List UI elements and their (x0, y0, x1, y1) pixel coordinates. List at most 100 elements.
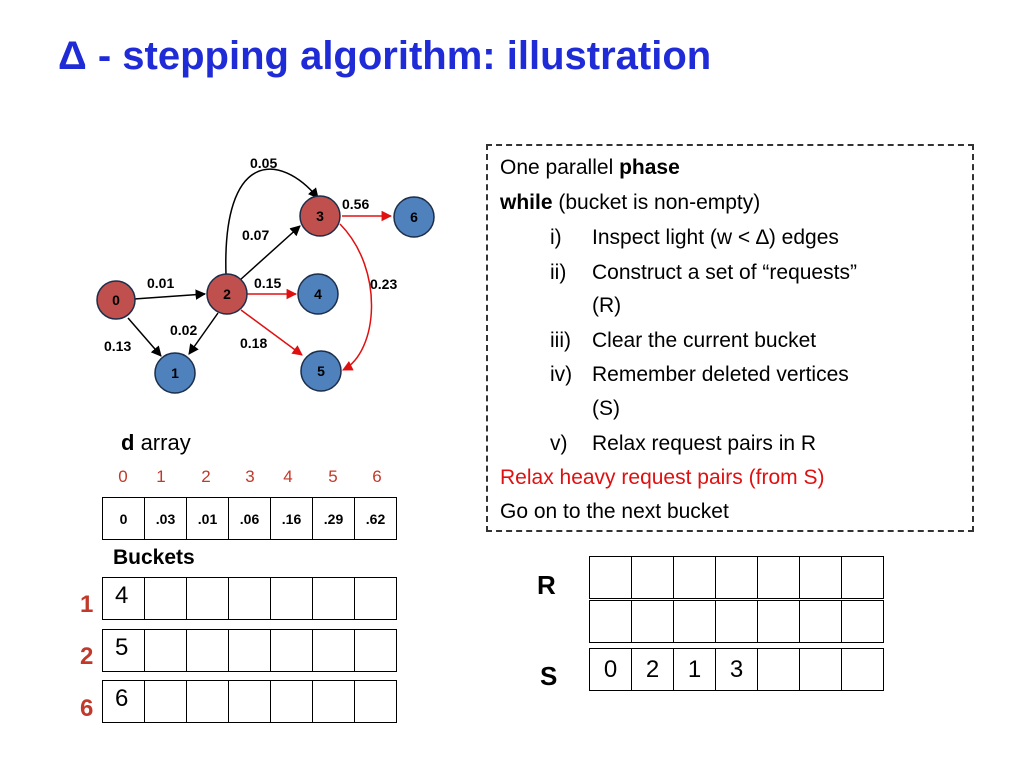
bucket-2-cell-4 (270, 629, 313, 672)
bucket-row-1: 4 (102, 577, 397, 620)
algo-line-phase: One parallel phase (500, 156, 680, 180)
bucket-1-cell-2 (186, 577, 229, 620)
bucket-number-1: 1 (80, 591, 94, 618)
r-2-cell-0 (589, 600, 632, 643)
node-4: 4 (297, 273, 339, 315)
bucket-6-cell-4 (270, 680, 313, 723)
bucket-6-cell-0: 6 (102, 680, 145, 723)
step-num-1: i) (550, 226, 562, 249)
node-1-label: 1 (171, 365, 179, 381)
d-array: 0 .03 .01 .06 .16 .29 .62 (102, 497, 397, 540)
s-label: S (540, 661, 558, 691)
algo-step-2-cont: (R) (592, 294, 621, 318)
algo-step-4-cont: (S) (592, 397, 620, 421)
node-4-circle (297, 273, 339, 315)
bucket-1-cell-5 (312, 577, 355, 620)
bucket-1-cell-4 (270, 577, 313, 620)
algo-line-while: while (bucket is non-empty) (500, 191, 760, 215)
step-text-2b: (R) (592, 294, 622, 317)
r-1-cell-1 (631, 556, 674, 599)
bucket-row-6: 6 (102, 680, 397, 723)
edge-label-0-1: 0.13 (104, 338, 131, 354)
step-num-2: ii) (550, 261, 567, 284)
bucket-6-cell-5 (312, 680, 355, 723)
bucket-row-2: 5 (102, 629, 397, 672)
edge-label-2-4: 0.15 (254, 275, 281, 291)
node-0-label: 0 (112, 292, 120, 308)
s-cell-3: 3 (715, 648, 758, 691)
d-cell-3: .06 (228, 497, 271, 540)
bucket-2-cell-3 (228, 629, 271, 672)
r-2-cell-3 (715, 600, 758, 643)
node-6: 6 (393, 196, 435, 238)
bucket-1-cell-0: 4 (102, 577, 145, 620)
step-text-1: Inspect light (w < ∆) edges (592, 226, 839, 249)
s-cell-4 (757, 648, 800, 691)
d-index-2: 2 (201, 467, 211, 486)
node-1-circle (154, 352, 196, 394)
step-num-5: v) (550, 432, 568, 455)
step-text-3: Clear the current bucket (592, 329, 817, 352)
node-2-label: 2 (223, 286, 231, 302)
r-2-cell-6 (841, 600, 884, 643)
node-2: 2 (206, 273, 248, 315)
edge-0-2 (133, 289, 207, 300)
step-num-4: iv) (550, 363, 573, 386)
algo-phase-bold: phase (619, 156, 680, 179)
r-row-2 (589, 600, 884, 643)
algorithm-box: One parallel phase while (bucket is non-… (486, 144, 974, 532)
s-cell-6 (841, 648, 884, 691)
d-index-6: 6 (372, 467, 382, 486)
edge-2-5 (240, 309, 303, 356)
d-index-1: 1 (156, 467, 166, 486)
r-1-cell-6 (841, 556, 884, 599)
step-text-4: Remember deleted vertices (592, 363, 849, 386)
s-cell-0: 0 (589, 648, 632, 691)
algo-line-next: Go on to the next bucket (500, 500, 729, 523)
node-5-circle (300, 350, 342, 392)
node-3: 3 (299, 195, 341, 237)
bucket-2-cell-0: 5 (102, 629, 145, 672)
bucket-1-cell-3 (228, 577, 271, 620)
d-cell-2: .01 (186, 497, 229, 540)
r-1-cell-5 (799, 556, 842, 599)
node-2-circle (206, 273, 248, 315)
bucket-2-cell-6 (354, 629, 397, 672)
node-6-label: 6 (410, 209, 418, 225)
node-0: 0 (96, 280, 136, 320)
d-index-0: 0 (118, 467, 128, 486)
node-5: 5 (300, 350, 342, 392)
algo-while-text: (bucket is non-empty) (552, 191, 761, 214)
graph-diagram: 0.01 0.13 0.02 0.07 0.05 0.15 0.18 0.56 … (96, 155, 435, 394)
node-6-circle (393, 196, 435, 238)
step-text-5: Relax request pairs in R (592, 432, 817, 455)
d-cell-1: .03 (144, 497, 187, 540)
r-2-cell-1 (631, 600, 674, 643)
r-1-cell-2 (673, 556, 716, 599)
node-3-label: 3 (316, 208, 324, 224)
algo-line-heavy: Relax heavy request pairs (from S) (500, 466, 825, 489)
d-array-label-bold: d (121, 430, 135, 455)
r-row-1 (589, 556, 884, 599)
edge-2-3-light (239, 225, 301, 281)
edge-0-1 (127, 317, 162, 357)
buckets-label: Buckets (113, 546, 195, 569)
bucket-number-6: 6 (80, 695, 94, 722)
node-3-circle (299, 195, 341, 237)
algo-phase-text: One parallel (500, 156, 620, 179)
step-text-2: Construct a set of “requests” (592, 261, 857, 284)
s-cell-2: 1 (673, 648, 716, 691)
edge-3-5 (339, 223, 373, 371)
d-array-label-text: array (134, 430, 191, 455)
d-index-4: 4 (283, 467, 293, 486)
bucket-6-cell-3 (228, 680, 271, 723)
node-4-label: 4 (314, 286, 322, 302)
bucket-2-cell-5 (312, 629, 355, 672)
r-2-cell-5 (799, 600, 842, 643)
r-2-cell-2 (673, 600, 716, 643)
d-cell-6: .62 (354, 497, 397, 540)
bucket-6-cell-1 (144, 680, 187, 723)
edge-label-2-3-curved: 0.05 (250, 155, 277, 171)
bucket-1-cell-6 (354, 577, 397, 620)
edge-2-1 (188, 312, 219, 355)
